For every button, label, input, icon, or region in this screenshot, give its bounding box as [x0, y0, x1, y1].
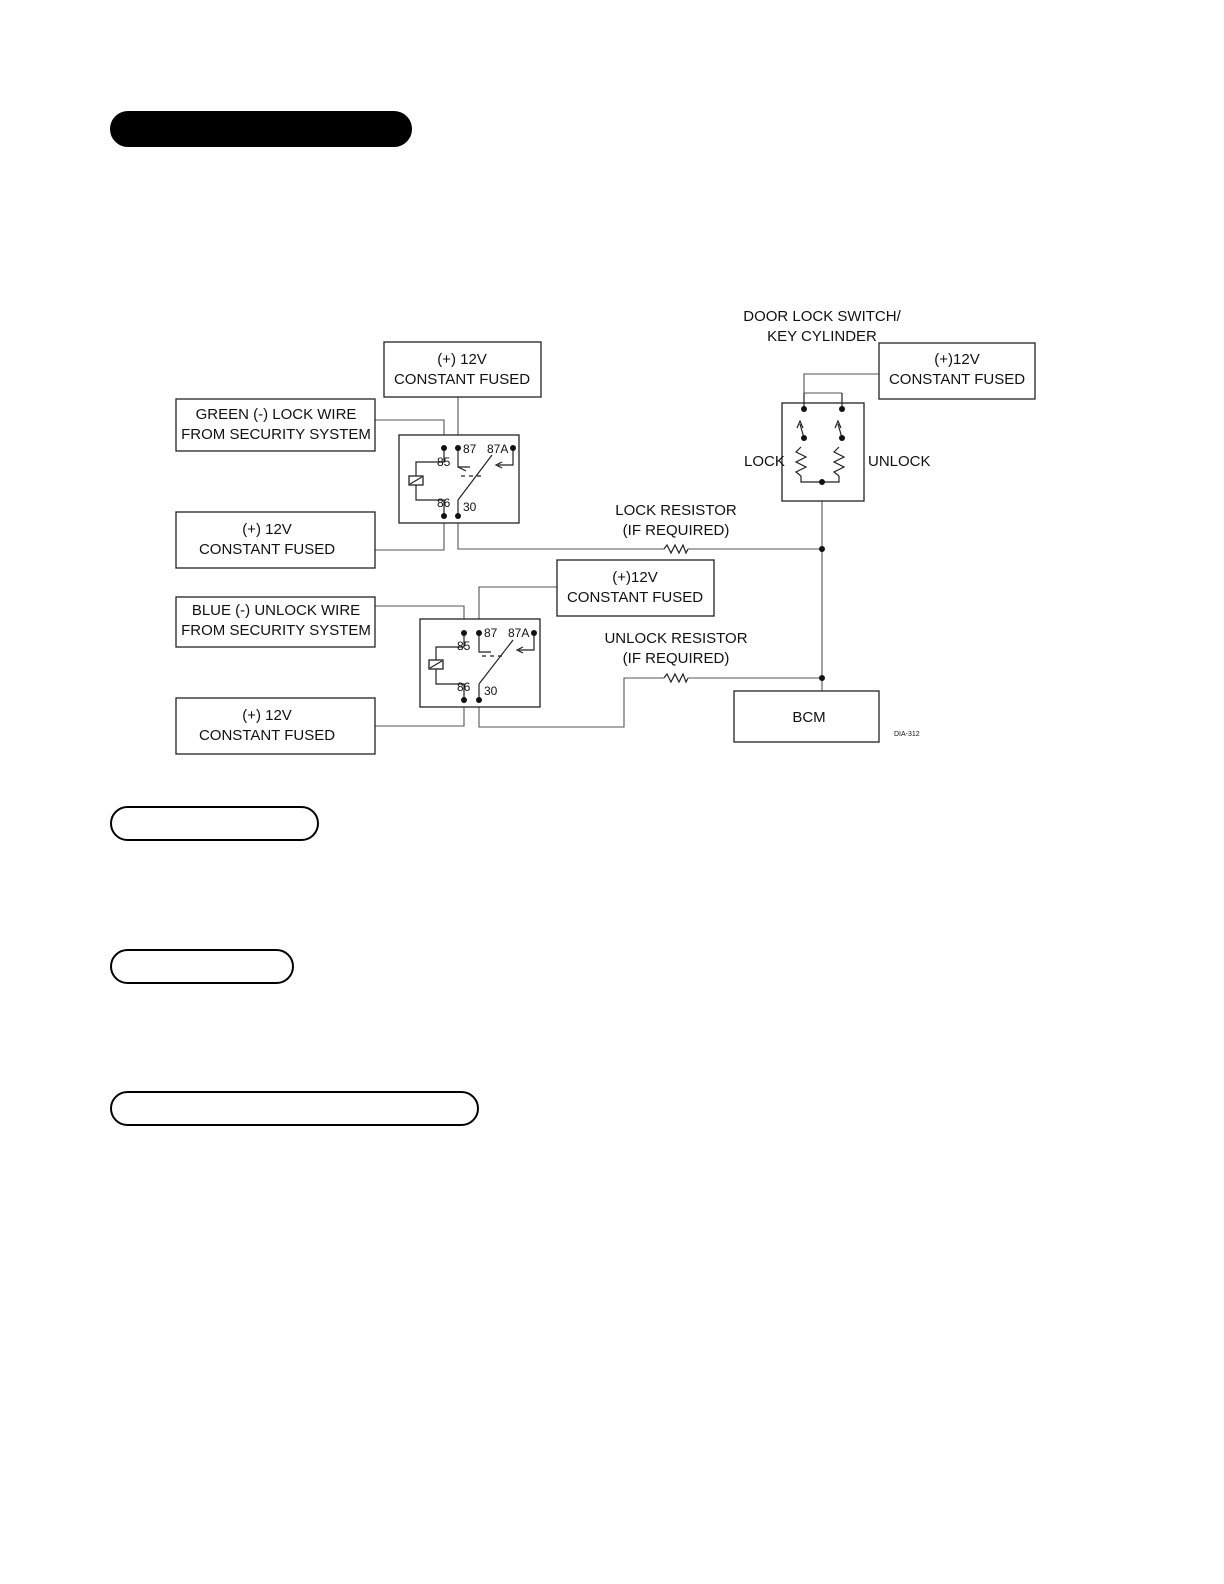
blue-unlock-line1: BLUE (-) UNLOCK WIRE [192, 602, 360, 619]
fused-middle-line2: CONSTANT FUSED [567, 589, 703, 606]
subsection-heading-1 [110, 806, 319, 841]
green-lock-line1: GREEN (-) LOCK WIRE [196, 406, 357, 423]
door-lock-switch-line1: DOOR LOCK SWITCH/ [743, 308, 901, 325]
label-box-middle-fused: (+)12V CONSTANT FUSED [556, 559, 715, 617]
upper-pin-87: 87 [463, 442, 477, 456]
fused-top-line1: (+) 12V [437, 351, 487, 368]
label-box-right-fused: (+)12V CONSTANT FUSED [878, 342, 1036, 400]
unlock-resistor-line2: (IF REQUIRED) [623, 650, 730, 667]
fused-right-line2: CONSTANT FUSED [889, 371, 1025, 388]
bcm-box: BCM [733, 690, 880, 743]
upper-pin-87a: 87A [487, 442, 508, 456]
fused-right-line1: (+)12V [934, 351, 979, 368]
lower-pin-86: 86 [457, 680, 471, 694]
unlock-resistor-line1: UNLOCK RESISTOR [604, 630, 747, 647]
bcm-label: BCM [792, 709, 825, 726]
label-box-top-fused: (+) 12V CONSTANT FUSED [383, 341, 542, 398]
diagram-code: DIA-312 [894, 731, 920, 738]
junction-unlock [819, 675, 825, 681]
green-lock-line2: FROM SECURITY SYSTEM [181, 426, 371, 443]
upper-pin-86: 86 [437, 496, 451, 510]
junction-lock [819, 546, 825, 552]
label-box-green-lock-wire: GREEN (-) LOCK WIRE FROM SECURITY SYSTEM [175, 398, 376, 452]
subsection-heading-3 [110, 1091, 479, 1126]
upper-pin-85: 85 [437, 455, 451, 469]
fused-left-upper-line1: (+) 12V [242, 521, 292, 538]
fused-left-lower-line2: CONSTANT FUSED [199, 727, 335, 744]
door-lock-wiring-diagram: (+) 12V CONSTANT FUSED GREEN (-) LOCK WI… [175, 308, 1036, 755]
label-box-left-lower-fused: (+) 12V CONSTANT FUSED [175, 697, 376, 755]
fused-left-upper-line2: CONSTANT FUSED [199, 541, 335, 558]
lock-resistor: LOCK RESISTOR (IF REQUIRED) [615, 502, 737, 555]
subsection-heading-2 [110, 949, 294, 984]
upper-pin-30: 30 [463, 500, 477, 514]
lower-pin-87: 87 [484, 626, 498, 640]
lower-pin-30: 30 [484, 684, 498, 698]
relay-lower: 85 86 87 87A 30 [419, 618, 541, 708]
door-lock-switch: DOOR LOCK SWITCH/ KEY CYLINDER LOCK UNLO… [743, 308, 931, 502]
fused-left-lower-line1: (+) 12V [242, 707, 292, 724]
lock-label: LOCK [744, 453, 785, 470]
blue-unlock-line2: FROM SECURITY SYSTEM [181, 622, 371, 639]
lower-pin-87a: 87A [508, 626, 529, 640]
relay-upper: 85 86 87 87A 30 [398, 434, 520, 524]
unlock-resistor: UNLOCK RESISTOR (IF REQUIRED) [604, 630, 748, 684]
door-lock-switch-line2: KEY CYLINDER [767, 328, 877, 345]
lower-pin-85: 85 [457, 639, 471, 653]
fused-top-line2: CONSTANT FUSED [394, 371, 530, 388]
fused-middle-line1: (+)12V [612, 569, 657, 586]
section-heading-bar [110, 111, 412, 147]
label-box-blue-unlock-wire: BLUE (-) UNLOCK WIRE FROM SECURITY SYSTE… [175, 596, 376, 648]
label-box-left-upper-fused: (+) 12V CONSTANT FUSED [175, 511, 376, 569]
lock-resistor-line1: LOCK RESISTOR [615, 502, 737, 519]
lock-resistor-line2: (IF REQUIRED) [623, 522, 730, 539]
unlock-label: UNLOCK [868, 453, 931, 470]
